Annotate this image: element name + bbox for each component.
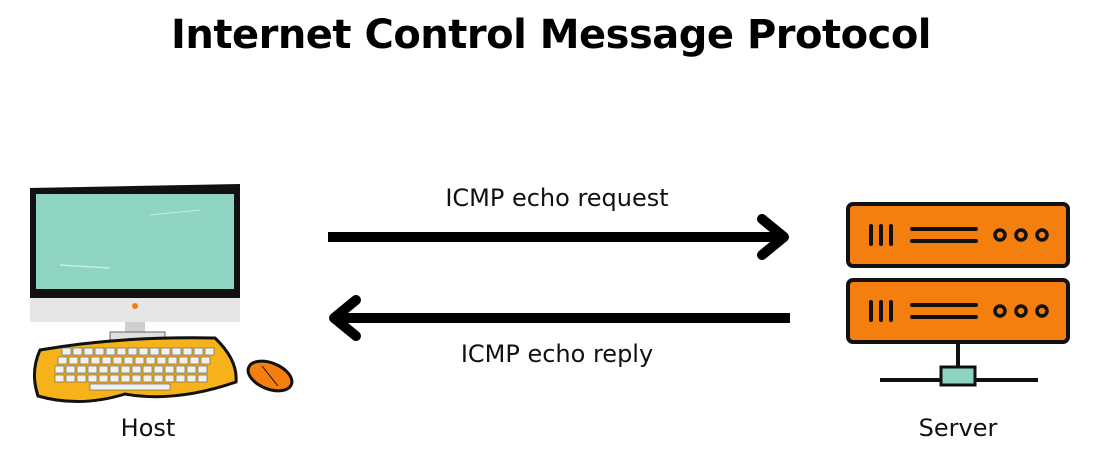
- host-computer-icon: [30, 184, 294, 403]
- request-arrow: [328, 214, 789, 260]
- server-rack-icon: [846, 202, 1070, 387]
- reply-arrow: [329, 295, 790, 341]
- server-label: Server: [918, 414, 998, 442]
- host-label: Host: [120, 414, 176, 442]
- diagram-title: Internet Control Message Protocol: [170, 12, 932, 58]
- request-label: ICMP echo request: [445, 184, 669, 212]
- reply-label: ICMP echo reply: [460, 340, 654, 368]
- monitor-screen: [36, 194, 234, 289]
